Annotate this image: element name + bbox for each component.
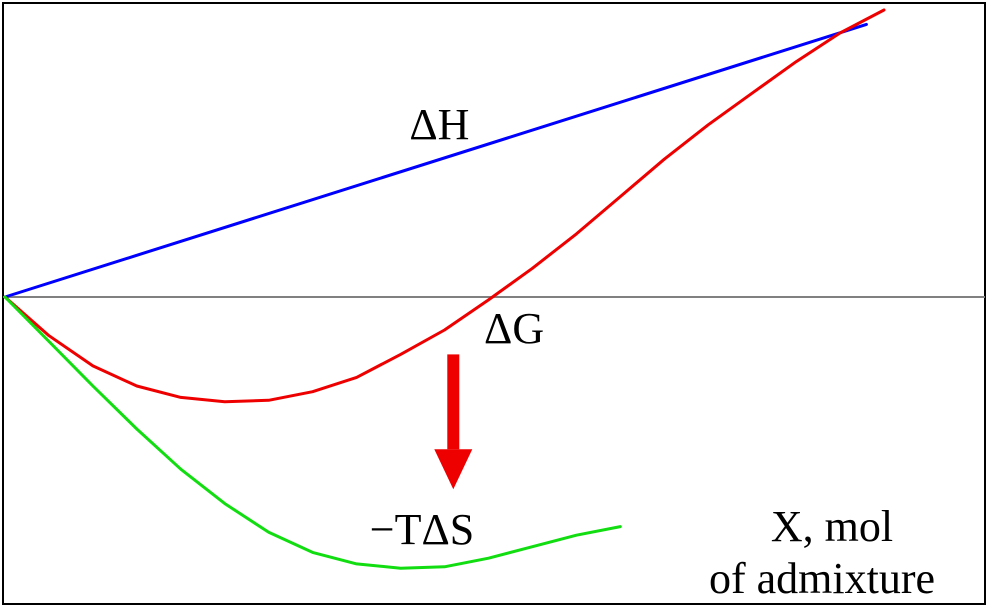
arrow-shaft — [447, 354, 460, 450]
arrow-layer — [434, 354, 473, 490]
x-axis-label-line2: of admixture — [709, 554, 935, 603]
series-layer — [3, 8, 886, 570]
annotation-layer: ΔH ΔG −TΔS — [370, 100, 544, 554]
series-delta-g-line — [3, 8, 886, 404]
x-axis-label-line1: X, mol — [771, 502, 893, 551]
arrow-head — [434, 449, 473, 490]
label-delta-g: ΔG — [484, 304, 544, 353]
label-delta-h: ΔH — [409, 100, 469, 149]
series-minus-t-delta-s-line — [3, 295, 622, 570]
series-delta-h-line — [3, 22, 868, 299]
label-minus-t-delta-s: −TΔS — [370, 505, 474, 554]
